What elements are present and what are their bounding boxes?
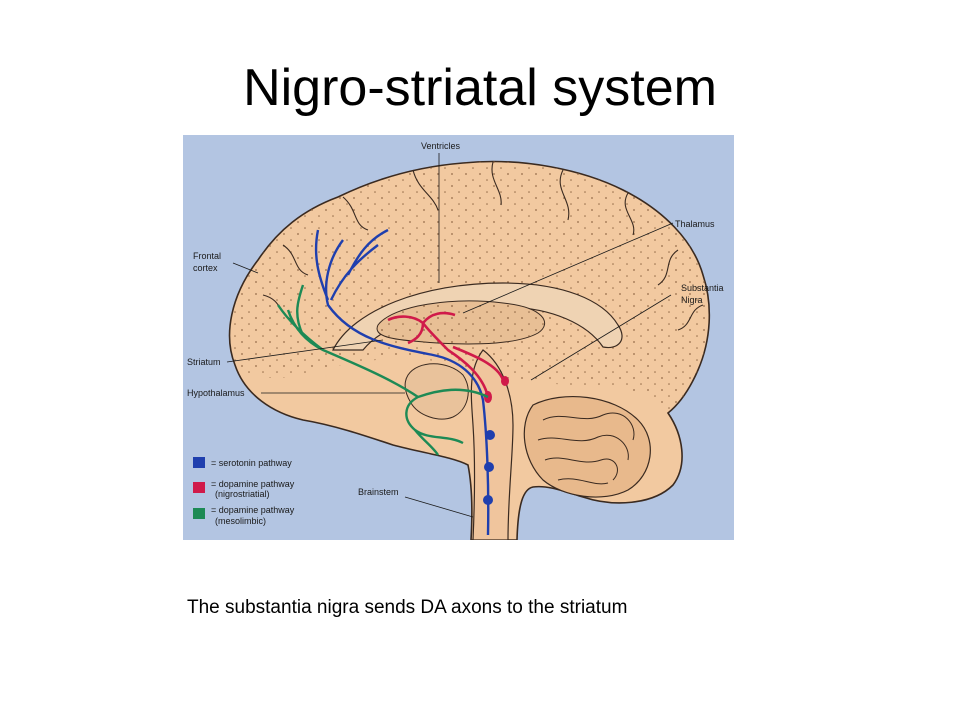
label-brainstem: Brainstem: [358, 487, 399, 497]
nigrostriatal-pathway: [387, 311, 505, 398]
legend-mesolimbic-sublabel: (mesolimbic): [215, 516, 266, 526]
legend-swatch-mesolimbic: [193, 508, 205, 519]
raphe-node-2: [484, 462, 494, 472]
legend-serotonin-label: = serotonin pathway: [211, 458, 292, 468]
leader-lines: [226, 153, 674, 518]
legend-mesolimbic-label: = dopamine pathway: [211, 505, 295, 515]
raphe-node-1: [485, 430, 495, 440]
legend: = serotonin pathway = dopamine pathway (…: [193, 457, 295, 526]
cerebellum: [523, 395, 651, 498]
raphe-node-3: [483, 495, 493, 505]
label-thalamus: Thalamus: [675, 219, 715, 229]
serotonin-pathway: [314, 228, 490, 536]
mesolimbic-pathway: [277, 284, 489, 456]
label-ventricles: Ventricles: [421, 141, 461, 151]
label-frontal-cortex-2: cortex: [193, 263, 218, 273]
label-hypothalamus: Hypothalamus: [187, 388, 245, 398]
label-frontal-cortex-1: Frontal: [193, 251, 221, 261]
legend-swatch-nigrostriatal: [193, 482, 205, 493]
label-striatum: Striatum: [187, 357, 221, 367]
legend-nigrostriatal-sublabel: (nigrostriatial): [215, 489, 270, 499]
label-substantia-nigra-1: Substantia: [681, 283, 724, 293]
brain-diagram: Ventricles Thalamus Frontal cortex Subst…: [183, 135, 734, 540]
legend-nigrostriatal-label: = dopamine pathway: [211, 479, 295, 489]
label-substantia-nigra-2: Nigra: [681, 295, 703, 305]
slide-caption: The substantia nigra sends DA axons to t…: [187, 597, 628, 618]
cerebellum-folia: [537, 412, 635, 485]
legend-swatch-serotonin: [193, 457, 205, 468]
slide-title: Nigro-striatal system: [243, 59, 717, 117]
substantia-nigra-node-2: [501, 376, 509, 386]
